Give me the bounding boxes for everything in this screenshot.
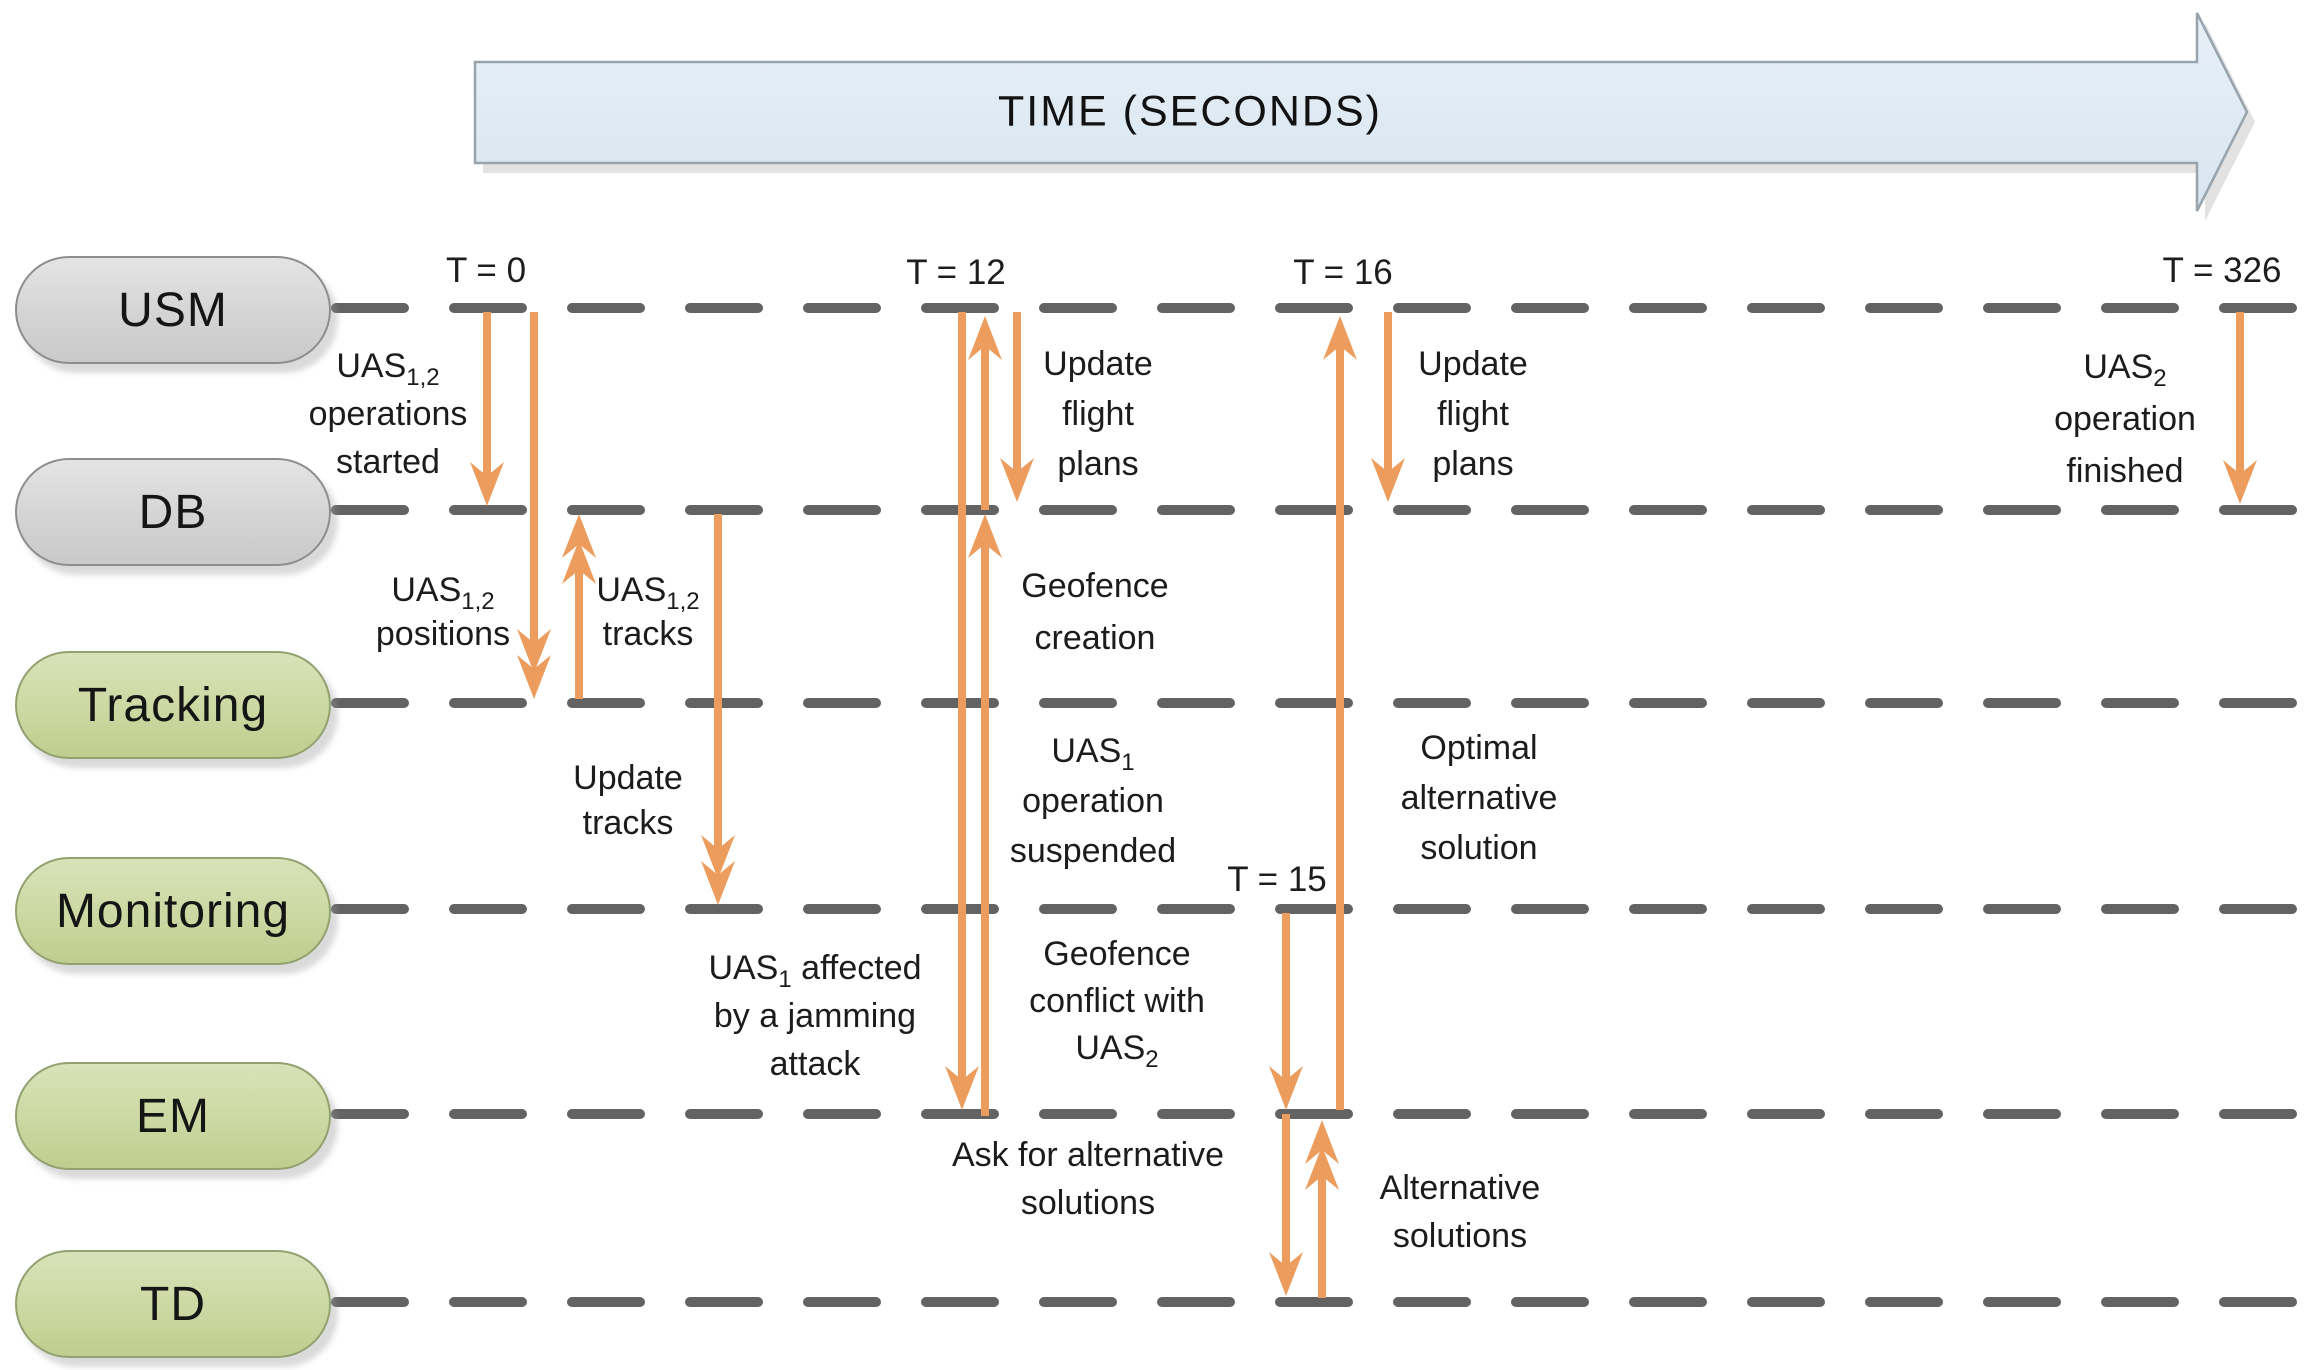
lane-label-monitoring: Monitoring: [55, 884, 291, 938]
arrow-update-flight-plans-t16: [1371, 312, 1405, 502]
label-uas2-operation-finished: UAS2 operation finished: [2054, 341, 2196, 497]
label-text: UAS: [1075, 1028, 1146, 1067]
time-marker-15: T = 15: [1227, 860, 1327, 899]
label-text: conflict with: [1029, 981, 1205, 1020]
label-update-flight-plans-t16: Update flight plans: [1418, 339, 1528, 489]
label-text: Optimal: [1420, 729, 1538, 767]
label-text: started: [336, 443, 440, 481]
arrow-update-tracks: [701, 514, 735, 905]
label-text: operation: [2054, 400, 2196, 438]
label-update-flight-plans-t12: Update flight plans: [1043, 339, 1153, 489]
label-subscript: 1: [778, 966, 792, 993]
lane-pill-em: EM: [15, 1062, 331, 1170]
label-subscript: 1,2: [666, 588, 700, 615]
label-text: tracks: [582, 803, 674, 842]
lane-label-db: DB: [138, 485, 208, 539]
arrow-optimal-solution-up: [1323, 316, 1357, 1110]
label-text: UAS: [336, 347, 407, 385]
lane-label-tracking: Tracking: [77, 678, 269, 732]
label-text: UAS: [708, 949, 779, 987]
label-text: creation: [1034, 619, 1156, 657]
label-text: alternative: [1400, 779, 1558, 817]
label-ask-alternative-solutions: Ask for alternative solutions: [952, 1131, 1224, 1227]
label-update-tracks: Update tracks: [573, 756, 683, 846]
time-marker-12: T = 12: [906, 253, 1006, 292]
label-text: UAS: [391, 571, 462, 609]
label-text: flight: [1062, 395, 1134, 433]
label-text: solutions: [1392, 1217, 1528, 1255]
time-marker-326: T = 326: [2162, 251, 2282, 290]
arrow-uas12-tracks: [562, 514, 596, 699]
label-subscript: 1: [1121, 749, 1135, 776]
label-subscript: 2: [2153, 365, 2167, 392]
label-text: Geofence: [1021, 567, 1169, 605]
arrow-geofence-creation-up: [968, 514, 1002, 1116]
label-optimal-alternative-solution: Optimal alternative solution: [1401, 723, 1558, 873]
arrow-alternative-solutions-up: [1305, 1120, 1339, 1298]
label-subscript: 1,2: [406, 364, 440, 391]
arrow-uas2-operation-finished: [2223, 312, 2257, 504]
time-marker-16: T = 16: [1293, 253, 1393, 292]
lane-label-usm: USM: [118, 283, 228, 337]
label-text: Update: [573, 758, 683, 797]
label-uas1-operation-suspended: UAS1 operation suspended: [1010, 726, 1176, 876]
label-text: Ask for alternative: [951, 1136, 1225, 1174]
time-marker-0: T = 0: [445, 251, 527, 290]
label-subscript: 2: [1145, 1045, 1159, 1073]
lane-label-em: EM: [136, 1089, 210, 1143]
label-text: operations: [308, 395, 468, 433]
label-text: UAS: [596, 571, 667, 609]
lane-pill-usm: USM: [15, 256, 331, 364]
lane-pill-tracking: Tracking: [15, 651, 331, 759]
label-text: affected: [791, 949, 922, 987]
label-text: plans: [1432, 445, 1514, 483]
label-text: positions: [375, 615, 511, 653]
lane-pill-monitoring: Monitoring: [15, 857, 331, 965]
label-text: solutions: [1020, 1184, 1156, 1222]
arrow-operation-suspended-up: [968, 316, 1002, 510]
label-geofence-creation: Geofence creation: [1021, 560, 1168, 664]
arrow-jamming-notification-down: [945, 312, 979, 1110]
label-text: Geofence: [1043, 934, 1191, 973]
lane-pill-db: DB: [15, 458, 331, 566]
label-text: suspended: [1009, 832, 1177, 870]
time-axis-title: TIME (SECONDS): [998, 87, 1382, 136]
label-alternative-solutions: Alternative solutions: [1380, 1164, 1541, 1260]
arrow-ask-for-alternative-solutions: [1269, 1114, 1303, 1296]
arrow-uas12-positions: [517, 312, 551, 699]
label-text: Alternative: [1379, 1169, 1541, 1207]
arrow-update-flight-plans-t12: [1000, 312, 1034, 502]
label-text: by a jamming: [713, 997, 917, 1035]
label-text: Update: [1418, 345, 1528, 383]
label-text: UAS: [2083, 348, 2154, 386]
label-text: plans: [1057, 445, 1139, 483]
arrow-uas12-operations-started: [470, 312, 504, 506]
label-uas1-jamming-attack: UAS1 affected by a jamming attack: [708, 944, 921, 1088]
label-subscript: 1,2: [461, 588, 495, 615]
arrow-geofence-conflict-down: [1269, 913, 1303, 1110]
lane-pill-td: TD: [15, 1250, 331, 1358]
time-arrow: [473, 12, 2249, 212]
label-text: UAS: [1051, 732, 1122, 770]
label-text: tracks: [602, 615, 694, 653]
label-text: finished: [2066, 452, 2184, 490]
label-text: flight: [1437, 395, 1509, 433]
label-uas12-operations-started: UAS1,2 operations started: [309, 342, 468, 486]
label-text: solution: [1420, 829, 1538, 867]
label-text: operation: [1022, 782, 1164, 820]
lane-label-td: TD: [140, 1277, 206, 1331]
label-text: attack: [769, 1045, 861, 1083]
label-text: Update: [1043, 345, 1153, 383]
